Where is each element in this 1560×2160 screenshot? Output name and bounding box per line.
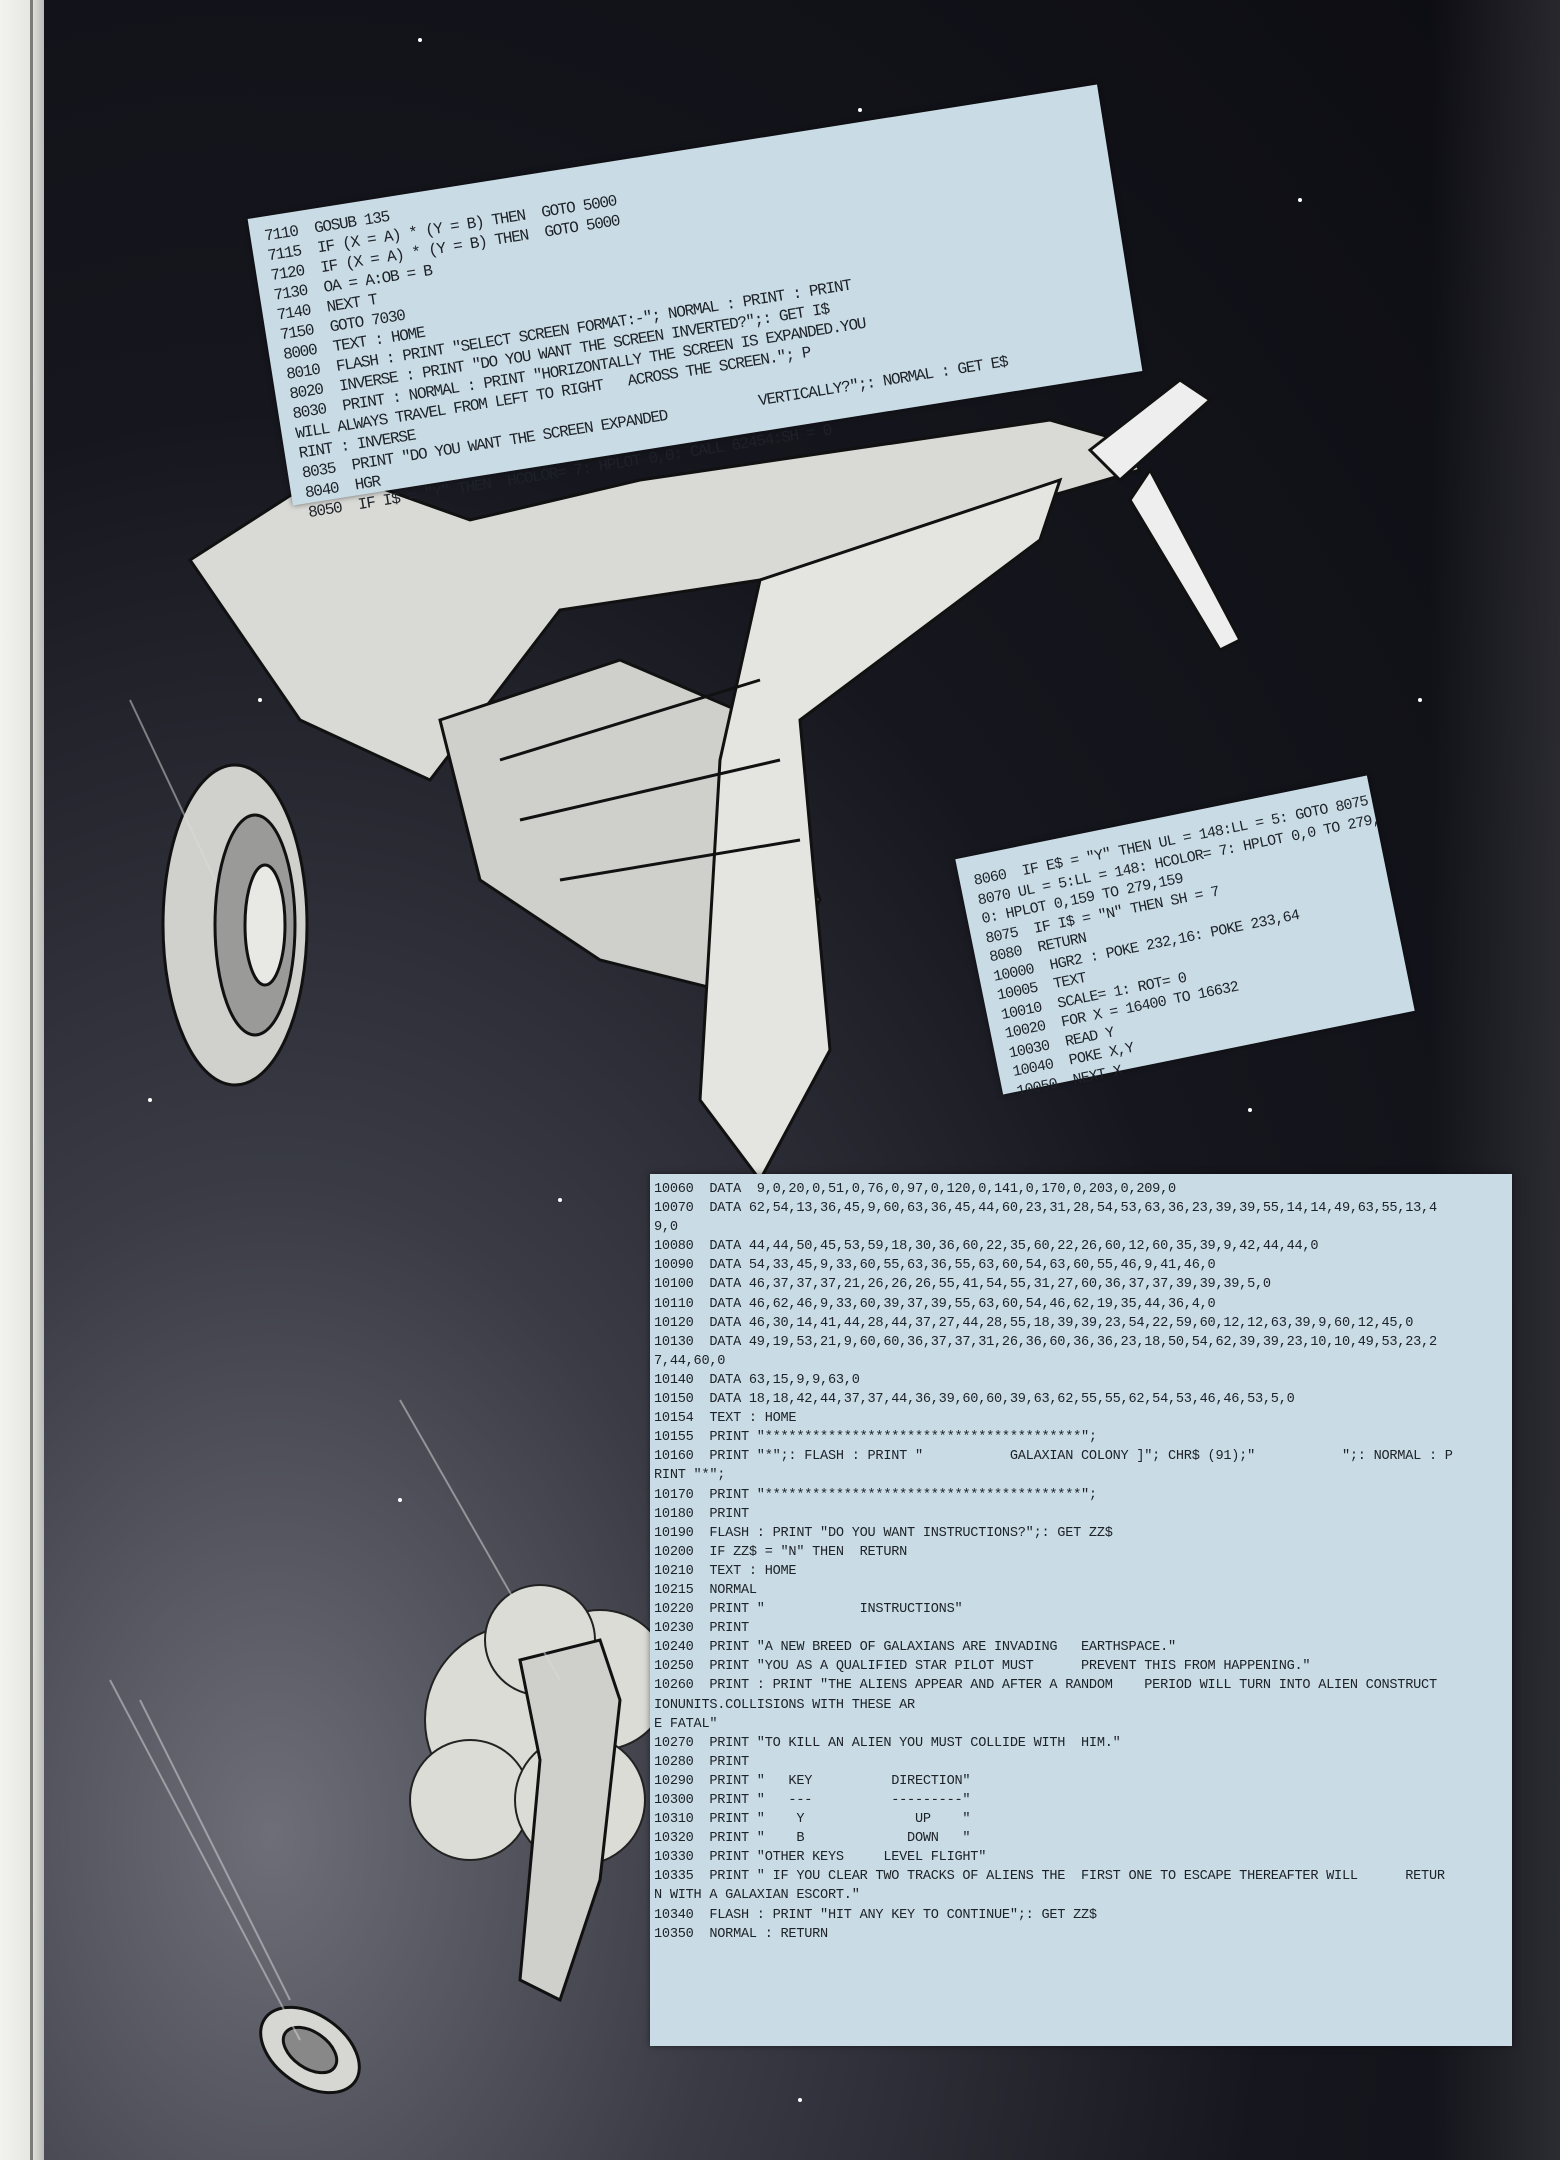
code-line: 10320 PRINT " B DOWN " [654, 1831, 971, 1847]
page-margin [0, 0, 44, 2160]
code-line: 10150 DATA 18,18,42,44,37,37,44,36,39,60… [654, 1392, 1295, 1408]
code-line: 10200 IF ZZ$ = "N" THEN RETURN [654, 1544, 908, 1560]
code-line: 10340 FLASH : PRINT "HIT ANY KEY TO CONT… [654, 1907, 1097, 1923]
code-line: 10110 DATA 46,62,46,9,33,60,39,37,39,55,… [654, 1296, 1216, 1312]
code-line: 10190 FLASH : PRINT "DO YOU WANT INSTRUC… [654, 1525, 1113, 1541]
code-line: 10290 PRINT " KEY DIRECTION" [654, 1773, 971, 1789]
code-line: 10220 PRINT " INSTRUCTIONS" [654, 1602, 963, 1618]
fighter-illustration [518, 1638, 622, 2003]
code-line: 10280 PRINT [654, 1754, 749, 1770]
code-line: 10270 PRINT "TO KILL AN ALIEN YOU MUST C… [654, 1735, 1121, 1751]
code-line: 7,44,60,0 [654, 1353, 726, 1369]
code-line: 10300 PRINT " --- ---------" [654, 1793, 971, 1808]
code-line: 10070 DATA 62,54,13,36,45,9,60,63,36,45,… [654, 1201, 1437, 1217]
code-line: 10230 PRINT [654, 1621, 749, 1637]
code-listing-bottom: 10060 DATA 9,0,20,0,51,0,76,0,97,0,120,0… [650, 1174, 1512, 2046]
code-line: 10310 PRINT " Y UP " [654, 1812, 971, 1828]
code-line: 10240 PRINT "A NEW BREED OF GALAXIANS AR… [654, 1640, 1176, 1656]
small-pod-illustration [259, 2005, 361, 2095]
code-line: 10100 DATA 46,37,37,37,21,26,26,26,55,41… [654, 1277, 1271, 1293]
code-line: 10120 DATA 46,30,14,41,44,28,44,37,27,44… [654, 1315, 1414, 1331]
motion-streaks [109, 699, 561, 2041]
code-line: 10080 DATA 44,44,50,45,53,59,18,30,36,60… [654, 1239, 1319, 1255]
code-line: 10130 DATA 49,19,53,21,9,60,60,36,37,37,… [654, 1334, 1437, 1350]
code-line: 10140 DATA 63,15,9,9,63,0 [654, 1372, 860, 1388]
code-line: 10260 PRINT : PRINT "THE ALIENS APPEAR A… [654, 1678, 1437, 1694]
code-line: 10160 PRINT "*";: FLASH : PRINT " GALAXI… [654, 1449, 1453, 1465]
code-line: 9,0 [654, 1220, 678, 1236]
code-line: N WITH A GALAXIAN ESCORT." [654, 1888, 860, 1904]
stars [148, 38, 1422, 2102]
code-line: 10330 PRINT "OTHER KEYS LEVEL FLIGHT" [654, 1850, 987, 1866]
code-line: E FATAL" [654, 1716, 718, 1732]
margin-line [30, 0, 33, 2160]
code-line: 10060 DATA 9,0,20,0,51,0,76,0,97,0,120,0… [654, 1182, 1176, 1197]
code-line: 10250 PRINT "YOU AS A QUALIFIED STAR PIL… [654, 1659, 1311, 1675]
wheel-pod-illustration [161, 763, 309, 1087]
code-line: 10335 PRINT " IF YOU CLEAR TWO TRACKS OF… [654, 1869, 1445, 1885]
spaceship-illustration [187, 378, 1243, 1183]
code-line: 10180 PRINT [654, 1506, 749, 1522]
code-line: 10155 PRINT "***************************… [654, 1430, 1097, 1446]
code-line: 10350 NORMAL : RETURN [654, 1926, 828, 1942]
code-line: 10170 PRINT "***************************… [654, 1487, 1097, 1503]
code-line: RINT "*"; [654, 1468, 726, 1484]
code-line: 10090 DATA 54,33,45,9,33,60,55,63,36,55,… [654, 1258, 1216, 1274]
code-line: 10210 TEXT : HOME [654, 1563, 797, 1579]
code-line: IONUNITS.COLLISIONS WITH THESE AR [654, 1697, 915, 1713]
code-line: 10215 NORMAL [654, 1582, 757, 1598]
code-line: 10154 TEXT : HOME [654, 1411, 797, 1427]
